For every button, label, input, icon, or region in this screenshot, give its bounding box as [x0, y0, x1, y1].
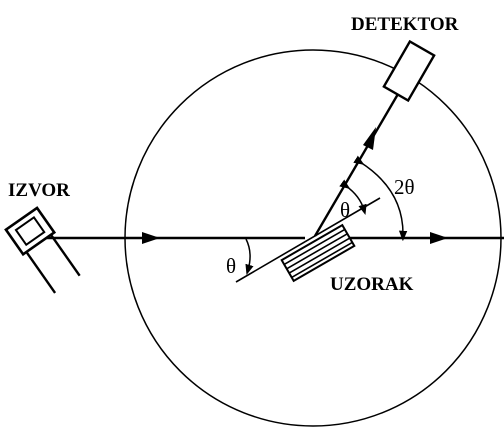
diffracted-beam-arrow [363, 127, 376, 150]
source-tube [4, 206, 81, 294]
sample-block [280, 223, 356, 283]
diffracted-beam [313, 93, 400, 237]
two-theta-arc [353, 155, 408, 242]
theta-incident-label: θ [226, 254, 236, 278]
sample-label: UZORAK [330, 274, 414, 295]
straight-beam-arrow [430, 232, 448, 244]
source-label: IZVOR [8, 180, 70, 201]
detector-label: DETEKTOR [351, 14, 459, 35]
incident-beam-arrow [142, 232, 160, 244]
detector-box [382, 39, 436, 103]
two-theta-label: 2θ [394, 175, 415, 199]
theta-reflected-label: θ [340, 198, 350, 222]
theta-incident-arc [245, 238, 254, 276]
